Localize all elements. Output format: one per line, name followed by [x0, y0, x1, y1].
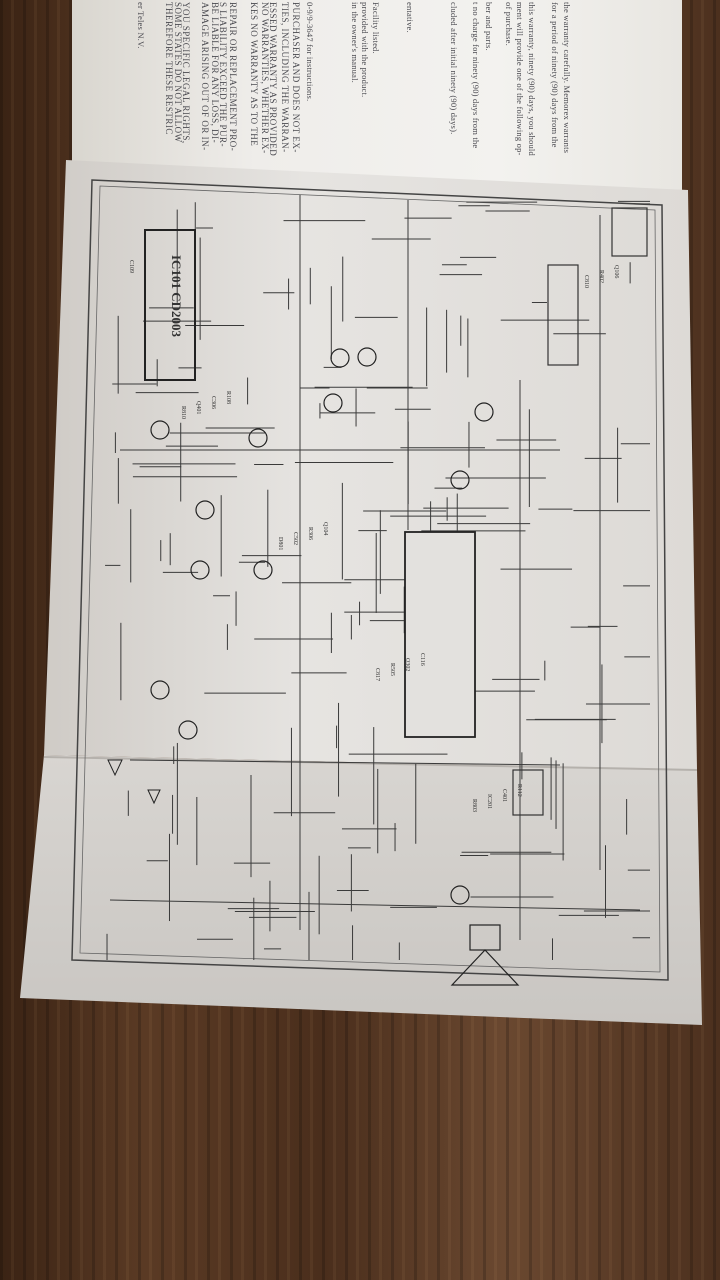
warranty-line: THEREFORE THESE RESTRIC [164, 2, 174, 135]
component-label: Q302 [404, 658, 410, 671]
ic201-chip [404, 531, 476, 738]
component-label: R306 [307, 527, 313, 540]
circuit-wires [105, 195, 650, 960]
warranty-line: AMAGE ARISING OUT OF OR IN- [200, 2, 210, 151]
component-label: R402 [598, 270, 604, 283]
warranty-line: t no charge for ninety (90) days from th… [471, 2, 481, 149]
warranty-line: in the owner's manual. [350, 2, 360, 83]
component-label: Q106 [613, 265, 619, 278]
component-label: R810 [180, 406, 186, 419]
ic101-label: IC101 CD2003 [169, 255, 184, 337]
warranty-line: entative. [405, 2, 415, 33]
component-label: C109 [128, 260, 134, 273]
component-label: C306 [210, 396, 216, 409]
speaker-symbol [450, 924, 520, 986]
component-label: R803 [471, 799, 477, 812]
warranty-line: YOU SPECIFIC LEGAL RIGHTS, [181, 2, 191, 144]
warranty-line: for a period of ninety (90) days from th… [550, 2, 560, 148]
ic101-chip: IC101 CD2003 [144, 229, 196, 381]
component-label: R505 [389, 663, 395, 676]
warranty-document-sheet: the warranty carefully. Memorex warrants… [72, 0, 682, 190]
paper-upper-half [44, 160, 697, 770]
warranty-line: NO WARRANTIES, WHETHER EX- [260, 2, 270, 154]
warranty-line: SOME STATES DO NOT ALLOW [173, 2, 183, 143]
bus-wire [109, 899, 641, 911]
warranty-line: cluded after initial ninety (90) days). [449, 2, 459, 135]
warranty-line: 0-9/9-3647 for instructions. [305, 2, 315, 102]
warranty-line: S LIABILITY EXCEED THE PUR- [218, 2, 228, 147]
warranty-line: this warranty, ninety (90) days, you sho… [527, 2, 537, 156]
component-label: C817 [374, 668, 380, 681]
component-label: Q104 [322, 522, 328, 535]
warranty-line: PURCHASER AND DOES NOT EX- [291, 2, 301, 153]
schematic-border [71, 179, 669, 981]
component-label: C810 [583, 275, 589, 288]
warranty-line: ESSED WARRANTY AS PROVIDED [268, 2, 278, 157]
warranty-line: er Teles N.V. [136, 2, 146, 49]
component-label: C401 [501, 789, 507, 802]
warranty-line: BE LIABLE FOR ANY LOSS, DI- [210, 2, 220, 144]
bus-wire [129, 759, 561, 766]
transistor-symbols [150, 347, 494, 905]
warranty-line: of purchase. [504, 2, 514, 46]
component-label: C116 [419, 653, 425, 666]
connector-block [512, 207, 648, 816]
warning-triangle-icons [107, 759, 161, 805]
warranty-line: ment will provide one of the following o… [515, 2, 525, 156]
component-label: D801 [277, 537, 283, 550]
warranty-line: the warranty carefully. Memorex warrants [562, 2, 572, 154]
paper-fold-line [43, 756, 698, 771]
warranty-line: provided with the product. [360, 2, 370, 98]
warranty-line: REPAIR OR REPLACEMENT PRO- [228, 2, 238, 152]
component-label: IC201 [486, 794, 492, 809]
component-label: R112 [516, 784, 522, 797]
warranty-line: ber and parts. [484, 2, 494, 51]
warranty-line: KES NO WARRANTY AS TO THE [249, 2, 259, 147]
component-label: C502 [292, 532, 298, 545]
warranty-line: TIES, INCLUDING THE WARRAN- [280, 2, 290, 153]
component-label: Q401 [195, 401, 201, 414]
warranty-line: Facility listed. [371, 2, 381, 54]
component-label: R108 [225, 391, 231, 404]
